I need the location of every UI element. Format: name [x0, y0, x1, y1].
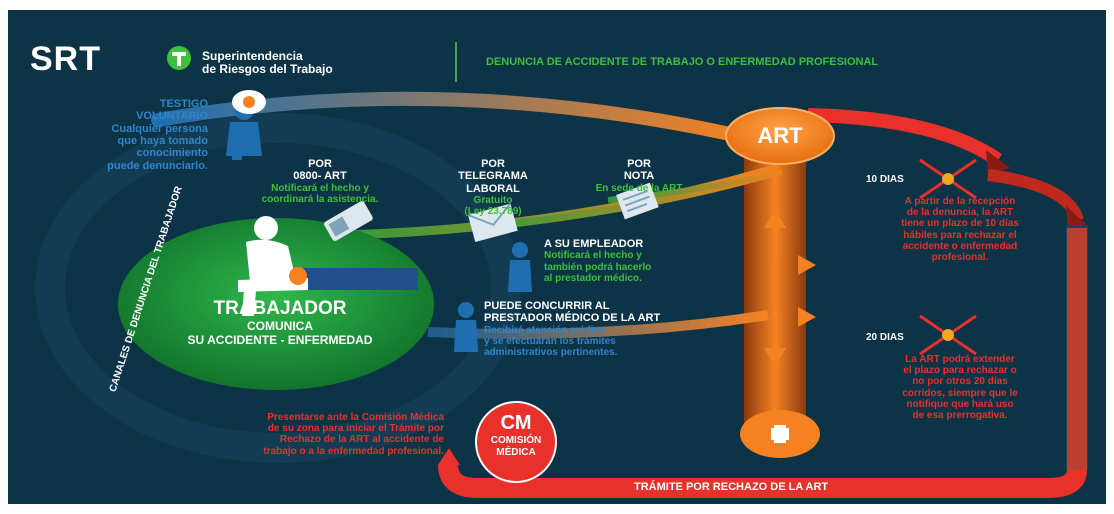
srt-logo-icon [167, 46, 191, 70]
channel-telegrama-title: LABORAL [466, 182, 520, 195]
channel-telegrama-title: TELEGRAMA [458, 170, 528, 183]
channel-nota-desc: En sede de la ART [595, 182, 683, 194]
cm-instruction-line: de su zona para iniciar el Trámite por [267, 423, 444, 435]
cm-abbr: CM [500, 412, 532, 434]
testigo-desc-line: Cualquier persona [111, 122, 208, 135]
prestador-desc: Recibirá atención médica [484, 324, 605, 336]
empleador-desc: al prestador médico. [544, 272, 642, 284]
empleador-title: A SU EMPLEADOR [544, 238, 644, 250]
org-name-line1: Superintendencia [202, 49, 303, 63]
art-node-label: ART [757, 123, 803, 148]
testigo-desc-line: conocimiento [136, 147, 208, 160]
empleador-desc: también podrá hacerlo [544, 261, 652, 273]
flow-diagram-graphics [35, 42, 1088, 498]
cm-instruction-line: Rechazo de la ART al accidente de [279, 434, 444, 446]
plazo-10-line: accidente o enfermedad [902, 240, 1018, 252]
channel-telegrama-desc: Gratuito [473, 194, 513, 206]
plazo-20-line: corridos, siempre que le [902, 387, 1018, 399]
plazo-10-line: de la denuncia, la ART [906, 207, 1014, 219]
prestador-desc: y se efectuarán los trámites [484, 335, 616, 347]
channel-0800-title: POR [308, 158, 332, 170]
plazo-20-line: notifique que hará uso [906, 398, 1014, 410]
prestador-text: PUEDE CONCURRIR AL PRESTADOR MÉDICO DE L… [484, 300, 754, 358]
channel-telegrama: POR TELEGRAMA LABORAL Gratuito (Ley 23.7… [438, 158, 548, 217]
empleador-desc: Notificará el hecho y [544, 250, 642, 262]
cm-instruction: Presentarse ante la Comisión Médica de s… [204, 412, 444, 457]
prestador-desc: administrativos pertinentes. [484, 347, 618, 358]
plazo-10-line: profesional. [931, 251, 989, 263]
prestador-title: PRESTADOR MÉDICO DE LA ART [484, 312, 661, 325]
empleador-text: A SU EMPLEADOR Notificará el hecho y tam… [544, 238, 744, 284]
plazo-10-line: tiene un plazo de 10 días [901, 218, 1019, 230]
channel-0800-desc: Notificará el hecho y [271, 182, 369, 194]
rechazo-label: TRÁMITE POR RECHAZO DE LA ART [634, 481, 829, 493]
testigo-title-line1: TESTIGO [159, 98, 208, 110]
plazo-20-text: La ART podrá extender el plazo para rech… [860, 354, 1060, 421]
plazo-10-text: A partir de la recepción de la denuncia,… [860, 196, 1060, 263]
org-name-line2: de Riesgos del Trabajo [202, 62, 333, 77]
cm-instruction-line: trabajo o a la enfermedad profesional. [263, 445, 444, 457]
plazo-20-line: de esa prerrogativa. [912, 409, 1008, 421]
plazo-20-line: el plazo para rechazar o [903, 365, 1017, 377]
prestador-title: PUEDE CONCURRIR AL [484, 300, 610, 312]
plazo-20-line: La ART podrá extender [905, 354, 1015, 365]
channel-nota-title: POR [627, 158, 651, 170]
channel-telegrama-title: POR [481, 158, 505, 170]
trabajador-line1: COMUNICA [247, 319, 313, 333]
srt-logo: SRT [30, 40, 101, 78]
cm-line2: MÉDICA [496, 447, 536, 458]
cross-icon [919, 158, 977, 200]
plazo-20-label: 20 DIAS [866, 332, 904, 343]
org-name: Superintendencia de Riesgos del Trabajo [202, 49, 333, 77]
cm-instruction-line: Presentarse ante la Comisión Médica [267, 412, 444, 423]
cm-line1: COMISIÓN [490, 435, 542, 446]
plazo-10-label: 10 DIAS [866, 174, 904, 185]
testigo-desc-line: que haya tomado [117, 134, 208, 147]
channel-nota: POR NOTA En sede de la ART [574, 158, 704, 194]
channel-0800: POR 0800- ART Notificará el hecho y coor… [230, 158, 410, 205]
plazo-10-line: hábiles para rechazar el [903, 229, 1017, 241]
testigo-desc-line: puede denunciarlo. [107, 159, 208, 172]
channel-0800-desc: coordinará la asistencia. [261, 193, 379, 205]
testigo-text: TESTIGO VOLUNTARIO Cualquier persona que… [68, 98, 208, 172]
infographic: SRT Superintendencia de Riesgos del Trab… [8, 10, 1106, 504]
trabajador-line2: SU ACCIDENTE - ENFERMEDAD [187, 333, 373, 347]
trabajador-title: TRABAJADOR [213, 298, 347, 319]
channel-telegrama-desc: (Ley 23.789) [464, 206, 522, 218]
channel-0800-title: 0800- ART [293, 170, 347, 183]
channel-nota-title: NOTA [623, 170, 655, 183]
testigo-title-line2: VOLUNTARIO [136, 110, 208, 123]
page-title: DENUNCIA DE ACCIDENTE DE TRABAJO O ENFER… [486, 56, 879, 68]
plazo-20-line: no por otros 20 días [912, 376, 1008, 388]
plazo-10-line: A partir de la recepción [904, 196, 1016, 207]
